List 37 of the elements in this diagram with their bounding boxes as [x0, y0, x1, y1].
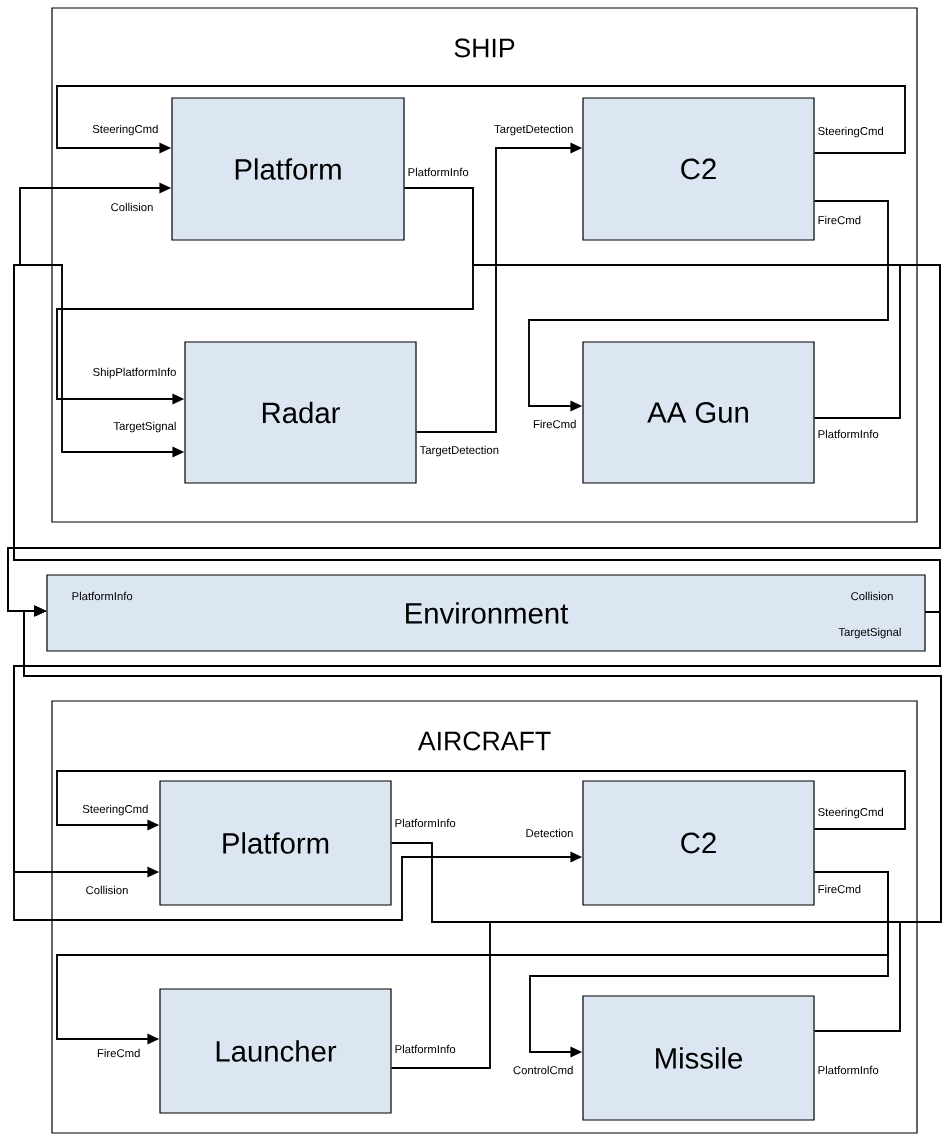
port-label: SteeringCmd — [92, 124, 158, 136]
port-label: PlatformInfo — [72, 591, 133, 601]
port-label: PlatformInfo — [818, 1065, 879, 1075]
port-label: FireCmd — [97, 1048, 140, 1058]
block: Platform — [171, 97, 405, 241]
port-label: ControlCmd — [513, 1065, 573, 1075]
port-label: SteeringCmd — [82, 804, 148, 816]
port-label: Collision — [111, 202, 153, 212]
port-label: Collision — [86, 885, 128, 895]
port-label: TargetDetection — [419, 445, 499, 457]
arrow — [56, 770, 906, 831]
port-label: ShipPlatformInfo — [93, 367, 176, 379]
arrow — [529, 871, 889, 1058]
block: Missile — [582, 995, 815, 1121]
port-label: PlatformInfo — [395, 1044, 456, 1054]
port-label: TargetSignal — [838, 627, 901, 639]
block: Platform — [159, 780, 392, 906]
port-label: SteeringCmd — [818, 126, 883, 138]
port-label: PlatformInfo — [408, 167, 469, 177]
port-label: TargetDetection — [494, 124, 573, 136]
block: Launcher — [159, 988, 392, 1114]
port-label: FireCmd — [533, 419, 576, 429]
port-label: Detection — [526, 828, 573, 838]
arrow — [528, 200, 889, 412]
block: Environment PlatformInfo Collision TargetSignal — [46, 574, 926, 652]
block: C2 — [582, 97, 815, 241]
port-label: SteeringCmd — [818, 807, 883, 819]
block: AA Gun — [582, 341, 815, 484]
port-label: FireCmd — [818, 884, 861, 894]
arrow — [56, 85, 906, 154]
block: C2 — [582, 780, 815, 906]
port-label: PlatformInfo — [818, 429, 879, 439]
block: Radar — [184, 341, 417, 484]
port-label: PlatformInfo — [395, 818, 456, 828]
port-label: FireCmd — [818, 215, 861, 225]
port-label: Collision — [851, 591, 893, 601]
port-label: TargetSignal — [113, 421, 176, 433]
